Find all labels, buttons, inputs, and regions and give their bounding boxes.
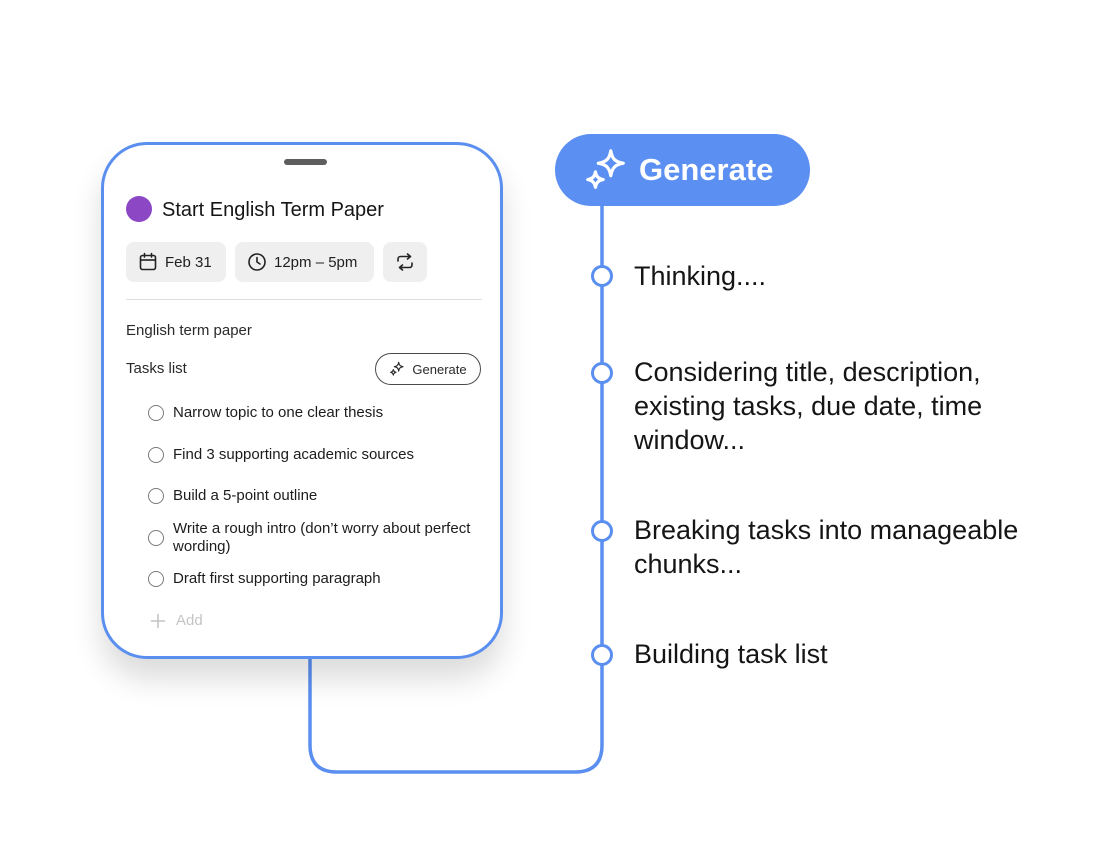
timeline-node	[591, 265, 613, 287]
task-description[interactable]: English term paper	[126, 322, 252, 339]
generate-tasks-button[interactable]: Generate	[375, 353, 481, 385]
task-item[interactable]: Narrow topic to one clear thesis	[148, 404, 473, 422]
task-text: Write a rough intro (don’t worry about p…	[173, 520, 471, 555]
task-card: Start English Term Paper Feb 31 12pm – 5…	[101, 142, 503, 659]
add-task-button[interactable]: Add	[150, 612, 203, 629]
step-label: Considering title, description, existing…	[634, 357, 983, 455]
task-text: Build a 5-point outline	[173, 487, 318, 504]
task-checkbox[interactable]	[148, 488, 164, 504]
task-checkbox[interactable]	[148, 405, 164, 421]
task-text: Find 3 supporting academic sources	[173, 446, 414, 463]
task-item[interactable]: Write a rough intro (don’t worry about p…	[148, 520, 473, 556]
generate-pill-label: Generate	[639, 152, 774, 187]
date-chip[interactable]: Feb 31	[126, 242, 226, 282]
task-text: Narrow topic to one clear thesis	[173, 404, 384, 421]
step-label: Thinking....	[634, 261, 767, 291]
tasks-list-label: Tasks list	[126, 360, 187, 377]
date-label: Feb 31	[165, 253, 212, 271]
plus-icon	[150, 613, 166, 628]
drag-handle[interactable]	[284, 159, 327, 165]
generate-tasks-label: Generate	[412, 361, 467, 377]
repeat-chip[interactable]	[383, 242, 427, 282]
step-label: Building task list	[634, 639, 828, 669]
add-task-label: Add	[176, 612, 203, 629]
task-color-dot[interactable]	[126, 196, 152, 222]
repeat-icon	[397, 253, 413, 271]
task-checkbox[interactable]	[148, 447, 164, 463]
task-item[interactable]: Draft first supporting paragraph	[148, 570, 473, 588]
clock-icon	[248, 253, 266, 271]
task-checkbox[interactable]	[148, 571, 164, 587]
step-label: Breaking tasks into manageable chunks...	[634, 515, 1019, 579]
timeline-node	[591, 644, 613, 666]
timeline-node	[591, 362, 613, 384]
timeline-node	[591, 520, 613, 542]
task-checkbox[interactable]	[148, 530, 164, 546]
task-item[interactable]: Find 3 supporting academic sources	[148, 446, 473, 464]
calendar-icon	[139, 252, 157, 271]
task-item[interactable]: Build a 5-point outline	[148, 487, 473, 505]
time-label: 12pm – 5pm	[274, 253, 358, 271]
task-title[interactable]: Start English Term Paper	[162, 199, 384, 221]
task-text: Draft first supporting paragraph	[173, 570, 381, 587]
divider	[126, 299, 482, 300]
sparkle-icon	[390, 361, 404, 376]
generate-pill: Generate	[555, 134, 810, 206]
time-chip[interactable]: 12pm – 5pm	[235, 242, 374, 282]
sparkle-icon	[586, 149, 625, 189]
